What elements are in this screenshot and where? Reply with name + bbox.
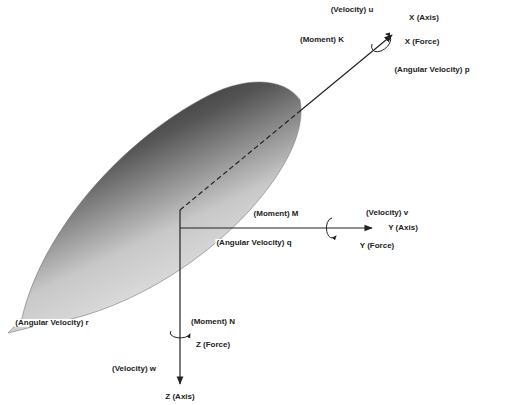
axis-label: (Velocity) w [111, 365, 157, 373]
axis-label: Y (Axis) [387, 224, 419, 232]
axis-label: Z (Axis) [164, 393, 195, 401]
axis-label: (Moment) N [190, 318, 236, 326]
x-axis-hidden [180, 111, 300, 210]
rotation-arrow [170, 331, 190, 338]
axis-label: (Angular Velocity) q [215, 239, 292, 247]
axis-label: (Velocity) u [330, 6, 375, 14]
axis-label: (Moment) K [299, 36, 345, 44]
axis-label: Y (Force) [359, 242, 396, 250]
axis-label: (Velocity) v [365, 209, 409, 217]
rotation-arrow [326, 218, 336, 238]
axis-label: (Angular Velocity) r [14, 319, 89, 327]
axis-label: X (Axis) [408, 14, 440, 22]
axis-label: Z (Force) [195, 341, 231, 349]
rotation-arrow [372, 34, 391, 52]
x-axis [300, 35, 392, 111]
z-axis [179, 210, 180, 384]
axis-label: X (Force) [404, 38, 441, 46]
y-axis [180, 227, 372, 228]
hull-body [8, 82, 301, 333]
axis-label: (Moment) M [253, 210, 300, 218]
axis-label: (Angular Velocity) p [393, 66, 470, 74]
